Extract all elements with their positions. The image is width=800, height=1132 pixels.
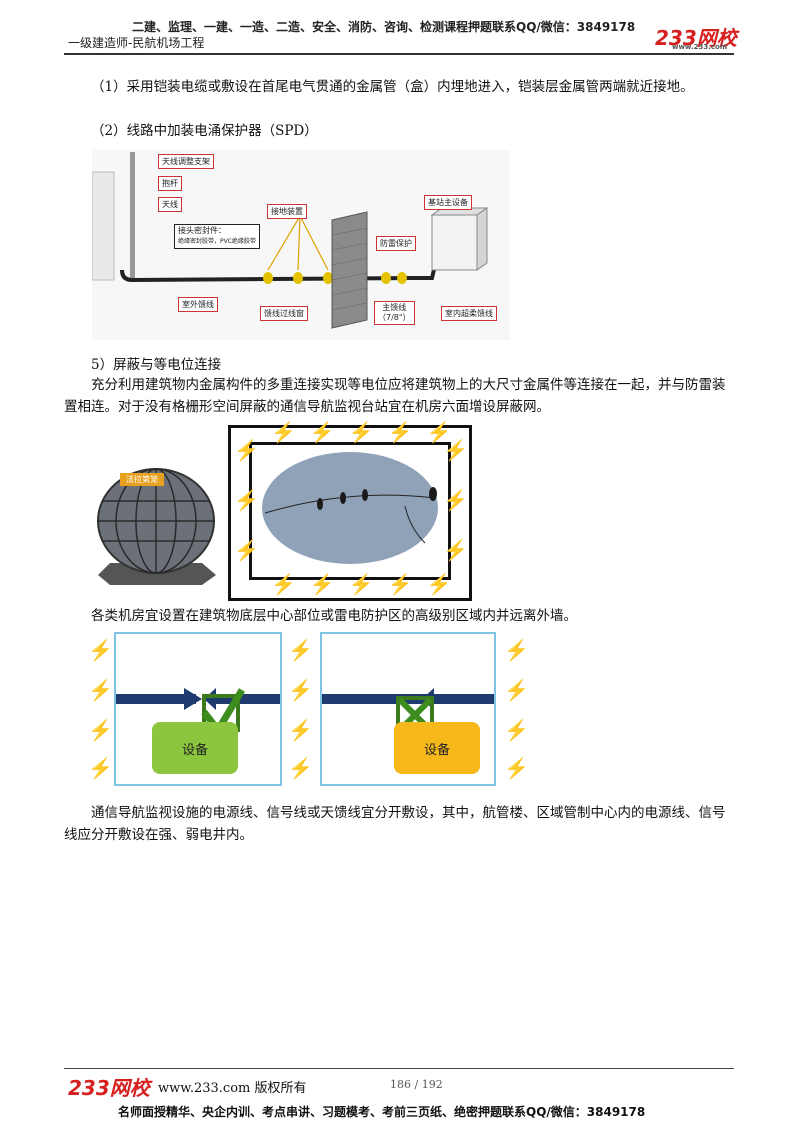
header-course-title: 一级建造师-民航机场工程	[68, 36, 205, 50]
arrow-left-shaft	[116, 694, 196, 704]
label-feeder-window: 馈线过线窗	[260, 306, 308, 321]
faraday-cage-label: 法拉第笼	[120, 473, 164, 486]
birds-on-wire-photo	[262, 452, 438, 564]
cage-base	[98, 563, 216, 585]
lightning-bolt-icon: ⚡	[288, 718, 313, 742]
lightning-bolt-row-bottom: ⚡⚡⚡⚡⚡	[271, 572, 466, 596]
label-outdoor-feeder: 室外馈线	[178, 297, 218, 312]
arrow-left-head	[184, 688, 202, 710]
paragraph-cable-routing: 通信导航监视设施的电源线、信号线或天馈线宜分开敷设，其中，航管楼、区域管制中心内…	[64, 805, 726, 843]
photo-oval	[262, 452, 438, 564]
device-box-good: 设备	[152, 722, 238, 774]
pole-shape	[130, 152, 135, 282]
label-joint-seal-title: 接头密封件：	[178, 226, 226, 235]
footer-divider	[64, 1068, 734, 1069]
lightning-bolt-icon: ⚡	[443, 488, 468, 512]
lightning-bolt-icon: ⚡	[288, 756, 313, 780]
lightning-bolt-icon: ⚡	[504, 718, 529, 742]
lightning-bolt-icon: ⚡	[504, 638, 529, 662]
lightning-bolt-icon: ⚡	[504, 756, 529, 780]
connector-4	[381, 272, 391, 284]
faraday-cage-image: 法拉第笼	[90, 465, 220, 590]
label-grounding-device: 接地装置	[267, 204, 307, 219]
base-station-cabinet	[431, 214, 478, 271]
connector-2	[293, 272, 303, 284]
lightning-bolt-row-top: ⚡⚡⚡⚡⚡	[271, 420, 466, 444]
header-logo: 233网校	[655, 26, 737, 50]
footer-promo-text: 名师面授精华、央企内训、考点串讲、习题模考、考前三页纸、绝密押题联系QQ/微信：…	[118, 1105, 646, 1119]
lightning-bolt-icon: ⚡	[234, 538, 259, 562]
label-main-feeder: 主馈线 （7/8"）	[374, 301, 415, 325]
lightning-bolt-icon: ⚡	[288, 638, 313, 662]
feeder-protection-diagram: 天线调整支架 抱杆 天线 接头密封件： 绝缘密封胶带，PVC绝缘胶带 接地装置 …	[92, 150, 510, 340]
label-joint-seal-note: 绝缘密封胶带，PVC绝缘胶带	[178, 238, 256, 245]
label-indoor-jumper: 室内超柔馈线	[441, 306, 497, 321]
lightning-bolt-icon: ⚡	[234, 488, 259, 512]
label-joint-seal: 接头密封件： 绝缘密封胶带，PVC绝缘胶带	[174, 224, 260, 249]
label-main-feeder-spec: （7/8"）	[378, 313, 411, 322]
lightning-bolt-icon: ⚡	[504, 678, 529, 702]
paragraph-equipotential: 充分利用建筑物内金属构件的多重连接实现等电位应将建筑物上的大尺寸金属件等连接在一…	[64, 377, 726, 415]
shield-room-diagram: ⚡ ⚡ ⚡ ⚡ ⚡ ⚡ ⚡⚡⚡⚡⚡ ⚡⚡⚡⚡⚡	[228, 420, 472, 601]
lightning-bolt-icon: ⚡	[234, 438, 259, 462]
lightning-bolt-icon: ⚡	[288, 678, 313, 702]
label-lightning-protection: 防雷保护	[376, 236, 416, 251]
lightning-bolt-icon: ⚡	[443, 538, 468, 562]
shield-room-inner	[249, 442, 451, 580]
label-main-equipment: 基站主设备	[424, 195, 472, 210]
section-5-title: 5）屏蔽与等电位连接	[91, 357, 222, 373]
connector-1	[263, 272, 273, 284]
brick-wall	[331, 211, 368, 329]
device-box-bad: 设备	[394, 722, 480, 774]
lightning-bolt-icon: ⚡	[88, 718, 113, 742]
lightning-bolt-icon: ⚡	[88, 638, 113, 662]
page-number: 186 / 192	[390, 1078, 443, 1091]
header-promo-text: 二建、监理、一建、一造、二造、安全、消防、咨询、检测课程押题联系QQ/微信：38…	[132, 20, 636, 34]
label-antenna: 天线	[158, 197, 182, 212]
antenna-shape	[92, 171, 115, 281]
panel-correct-placement: 设备	[114, 632, 282, 786]
paragraph-room-location: 各类机房宜设置在建筑物底层中心部位或雷电防护区的高级别区域内并远离外墙。	[91, 608, 577, 624]
feeder-diagram-graphic	[92, 152, 489, 329]
lightning-bolt-icon: ⚡	[443, 438, 468, 462]
paragraph-armored-cable: （1）采用铠装电缆或敷设在首尾电气贯通的金属管（盒）内埋地进入，铠装层金属管两端…	[91, 79, 694, 95]
label-antenna-bracket: 天线调整支架	[158, 154, 214, 169]
faraday-cage-graphic	[97, 468, 216, 585]
connector-5	[397, 272, 407, 284]
connector-3	[323, 272, 333, 284]
label-pole: 抱杆	[158, 176, 182, 191]
panel-wrong-placement: 设备	[320, 632, 496, 786]
paragraph-spd: （2）线路中加装电涌保护器（SPD）	[91, 123, 318, 139]
header-logo-url: www.233.com	[672, 43, 728, 51]
arrow-right-shaft	[211, 694, 280, 704]
label-main-feeder-title: 主馈线	[382, 303, 407, 312]
header-divider	[64, 53, 734, 55]
lightning-bolt-icon: ⚡	[88, 756, 113, 780]
footer-logo: 233网校	[68, 1076, 150, 1100]
footer-copyright: www.233.com 版权所有	[158, 1081, 307, 1096]
lightning-bolt-icon: ⚡	[88, 678, 113, 702]
